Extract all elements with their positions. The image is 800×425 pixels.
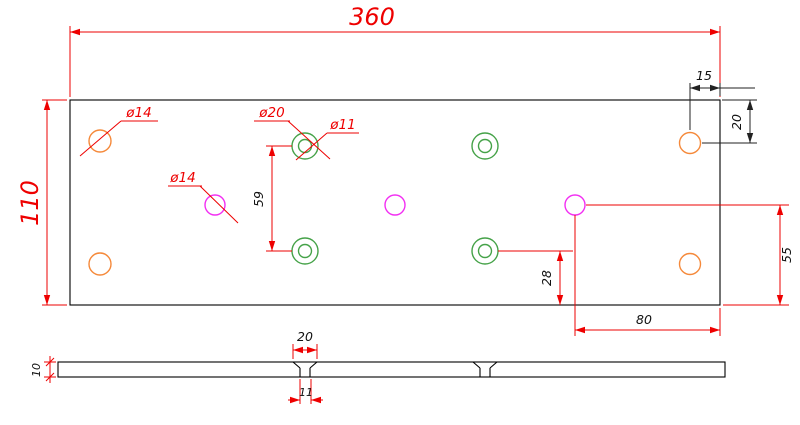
leader-line bbox=[287, 120, 331, 160]
dim-countersink-top: 20 bbox=[292, 329, 318, 359]
dim-countersink-bottom-label: 11 bbox=[299, 386, 313, 399]
dim-counterbore-spacing-label: 59 bbox=[251, 191, 266, 207]
hole-orange-top-left bbox=[88, 129, 112, 153]
hole-callouts: ø14 ø20 ø11 ø14 bbox=[79, 105, 359, 224]
dim-hole-to-right-edge: 15 bbox=[689, 68, 755, 130]
countersink-profile-left bbox=[292, 361, 318, 377]
hole-orange-bottom-right bbox=[678, 252, 702, 276]
hole-orange-top-right bbox=[678, 131, 702, 155]
dim-center-hole-to-right-label: 80 bbox=[636, 312, 652, 327]
side-view: 10 20 11 bbox=[30, 329, 726, 404]
dim-countersink-bottom: 11 bbox=[288, 379, 323, 404]
counterbore-inner-diameter-label: ø11 bbox=[329, 117, 355, 133]
dim-overall-width: 360 bbox=[69, 3, 721, 97]
dim-overall-width-label: 360 bbox=[349, 3, 395, 31]
counterbore-outer-diameter-label: ø20 bbox=[258, 105, 284, 121]
dim-overall-height-label: 110 bbox=[16, 180, 44, 226]
dim-hole-to-right-edge-label: 15 bbox=[696, 68, 712, 83]
dim-counterbore-to-bottom: 28 bbox=[498, 250, 573, 305]
tick-mark bbox=[45, 372, 55, 382]
countersink-taper bbox=[472, 361, 481, 369]
leader-line bbox=[79, 120, 122, 157]
holes bbox=[88, 129, 702, 276]
dim-countersink-top-label: 20 bbox=[297, 329, 313, 344]
hole-magenta-center bbox=[384, 194, 406, 216]
hole-counterbore-top-left-inner bbox=[297, 138, 313, 154]
top-view: 360 110 15 20 59 bbox=[16, 3, 794, 336]
hole-counterbore-bottom-left-outer bbox=[291, 237, 319, 265]
callout-counterbore-outer: ø20 bbox=[254, 105, 331, 160]
dim-hole-to-top-edge: 20 bbox=[702, 99, 757, 144]
countersink-profile-right bbox=[472, 361, 498, 377]
callout-counterbore-inner: ø11 bbox=[295, 117, 359, 161]
center-hole-diameter-label: ø14 bbox=[169, 170, 195, 186]
countersink-taper bbox=[489, 361, 498, 369]
countersink-taper bbox=[309, 361, 318, 369]
dim-overall-height: 110 bbox=[16, 99, 67, 306]
countersink-taper bbox=[292, 361, 301, 369]
hole-counterbore-top-right-outer bbox=[471, 132, 499, 160]
callout-corner-hole: ø14 bbox=[79, 105, 158, 157]
dim-center-hole-offsets: 55 80 bbox=[574, 204, 794, 336]
hole-counterbore-bottom-left-inner bbox=[297, 243, 313, 259]
hole-counterbore-bottom-right-inner bbox=[477, 243, 493, 259]
corner-hole-diameter-label: ø14 bbox=[125, 105, 151, 121]
hole-magenta-right bbox=[564, 194, 586, 216]
dim-counterbore-spacing: 59 bbox=[251, 145, 292, 252]
dim-counterbore-to-bottom-label: 28 bbox=[539, 270, 554, 286]
hole-counterbore-top-right-inner bbox=[477, 138, 493, 154]
hole-orange-bottom-left bbox=[88, 252, 112, 276]
dim-center-hole-to-bottom-label: 55 bbox=[779, 247, 794, 263]
side-view-outline bbox=[57, 361, 726, 378]
hole-counterbore-bottom-right-outer bbox=[471, 237, 499, 265]
callout-center-hole: ø14 bbox=[168, 170, 239, 224]
tick-mark bbox=[45, 357, 55, 367]
leader-line bbox=[199, 185, 239, 224]
plate-outline bbox=[69, 99, 721, 306]
dim-thickness: 10 bbox=[30, 356, 56, 383]
dim-hole-to-top-edge-label: 20 bbox=[729, 114, 744, 130]
dim-thickness-label: 10 bbox=[30, 363, 43, 377]
leader-line bbox=[295, 132, 328, 161]
hole-magenta-left bbox=[204, 194, 226, 216]
